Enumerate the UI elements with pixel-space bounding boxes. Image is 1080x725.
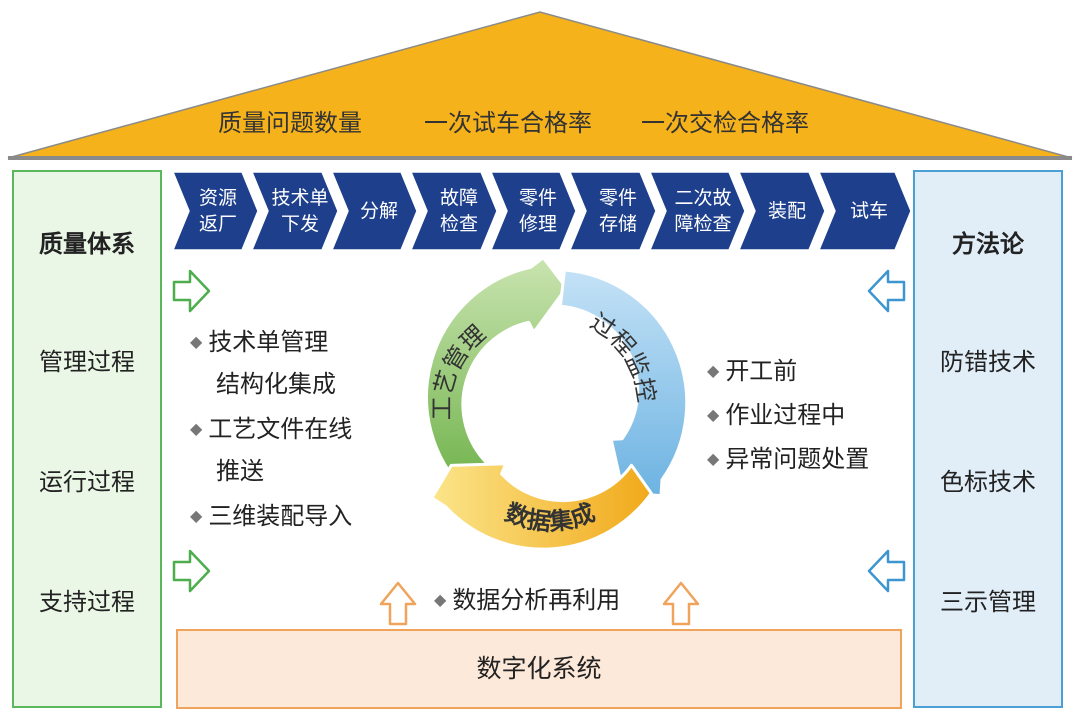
cycle-segment-process-management — [425, 258, 568, 494]
left-bullet-2-cont-text: 推送 — [216, 457, 264, 485]
chevron-label-5: 零件 修理 — [518, 187, 557, 235]
arrow-right-icon — [172, 269, 211, 313]
chevron-step-9 — [817, 171, 912, 251]
methodology-title: 方法论 — [952, 230, 1024, 258]
quality-system-item-management: 管理过程 — [39, 348, 135, 376]
cycle-segment-data-integration — [430, 462, 653, 551]
right-bullet-1: ◆ 开工前 — [707, 355, 797, 387]
diamond-bullet-icon: ◆ — [707, 405, 720, 424]
left-bullet-1-cont: 结构化集成 — [216, 368, 336, 400]
chevron-label-6: 零件 存储 — [598, 187, 637, 235]
left-bullet-1-text: 技术单管理 — [208, 328, 329, 356]
roof — [7, 11, 1073, 160]
diamond-bullet-icon: ◆ — [190, 419, 203, 438]
arrow-left-icon — [867, 549, 906, 593]
diamond-bullet-icon: ◆ — [434, 590, 447, 609]
methodology-panel: 方法论 防错技术 色标技术 三示管理 — [913, 170, 1063, 708]
quality-system-item-operation: 运行过程 — [39, 468, 135, 496]
right-bullet-3-text: 异常问题处置 — [725, 445, 870, 473]
process-cycle: 工艺管理 过程监控 数据集成 — [425, 258, 689, 551]
chevron-label-8: 装配 — [767, 200, 806, 222]
left-bullet-1-cont-text: 结构化集成 — [216, 370, 336, 398]
data-reuse-text: 数据分析再利用 — [452, 586, 621, 614]
right-bullet-3: ◆ 异常问题处置 — [707, 443, 869, 475]
left-bullet-1: ◆ 技术单管理 — [190, 326, 328, 358]
arrow-up-icon — [379, 581, 417, 626]
quality-system-title: 质量体系 — [39, 230, 135, 258]
methodology-item-color-code: 色标技术 — [940, 468, 1036, 496]
roof-metric-issue-count: 质量问题数量 — [218, 109, 362, 137]
roof-metric-first-test-pass-rate: 一次试车合格率 — [424, 109, 592, 137]
chevron-step-5 — [489, 171, 577, 251]
right-bullet-1-text: 开工前 — [725, 357, 798, 385]
chevron-label-9: 试车 — [849, 200, 888, 222]
left-bullet-2-text: 工艺文件在线 — [208, 415, 353, 443]
left-bullet-2: ◆ 工艺文件在线 — [190, 413, 352, 445]
data-reuse-bullet: ◆ 数据分析再利用 — [434, 584, 620, 616]
left-bullet-3-text: 三维装配导入 — [208, 502, 353, 530]
chevron-label-1: 资源 返厂 — [198, 187, 237, 235]
left-bullet-2-cont: 推送 — [216, 455, 264, 487]
quality-system-panel: 质量体系 管理过程 运行过程 支持过程 — [12, 170, 162, 708]
process-flow — [171, 171, 912, 251]
arrow-up-icon — [662, 581, 700, 626]
diamond-bullet-icon: ◆ — [190, 506, 203, 525]
right-bullet-2-text: 作业过程中 — [725, 401, 846, 429]
arrow-right-icon — [172, 549, 211, 593]
chevron-step-3 — [330, 171, 418, 251]
cycle-segment-process-monitoring — [558, 268, 689, 498]
chevron-step-6 — [568, 171, 657, 251]
chevron-label-2: 技术单 下发 — [271, 187, 329, 235]
methodology-item-error-proofing: 防错技术 — [940, 348, 1036, 376]
chevron-label-7: 二次故 障检查 — [674, 187, 732, 235]
digital-system-foundation: 数字化系统 — [176, 629, 902, 709]
diamond-bullet-icon: ◆ — [707, 449, 720, 468]
methodology-item-three-display: 三示管理 — [940, 588, 1036, 616]
chevron-step-4 — [409, 171, 498, 251]
roof-metric-first-inspection-pass-rate: 一次交检合格率 — [641, 109, 809, 137]
arrow-left-icon — [867, 269, 906, 313]
diamond-bullet-icon: ◆ — [707, 361, 720, 380]
chevron-label-4: 故障 检查 — [439, 187, 478, 235]
chevron-step-8 — [737, 171, 826, 251]
quality-system-item-support: 支持过程 — [39, 588, 135, 616]
chevron-label-3: 分解 — [359, 200, 398, 222]
left-bullet-3: ◆ 三维装配导入 — [190, 500, 352, 532]
chevron-step-2 — [250, 171, 339, 251]
chevron-step-7 — [648, 171, 746, 251]
diamond-bullet-icon: ◆ — [190, 332, 203, 351]
right-bullet-2: ◆ 作业过程中 — [707, 399, 845, 431]
chevron-step-1 — [171, 171, 259, 251]
